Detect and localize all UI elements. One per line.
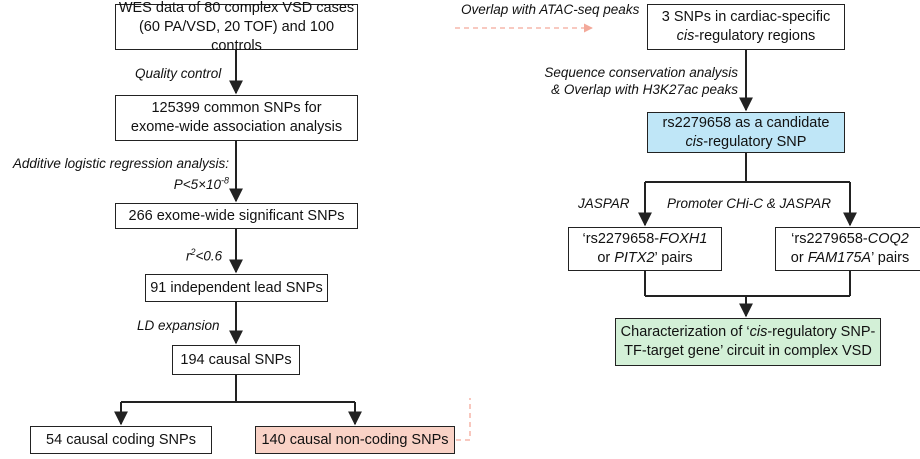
common-snps-line2: exome-wide association analysis [130,119,343,135]
foxh1-line1: ‘rs2279658-FOXH1 [582,231,708,247]
box-causal-snps: 194 causal SNPs [172,345,300,375]
box-circuit-characterization: Characterization of ‘cis-regulatory SNP-… [615,318,881,366]
label-quality-control: Quality control [135,66,222,81]
box-wes-data: WES data of 80 complex VSD cases (60 PA/… [115,0,358,54]
box-foxh1-pairs: ‘rs2279658-FOXH1 or PITX2’ pairs [568,227,722,271]
label-promoter-chic: Promoter CHi-C & JASPAR [667,196,832,211]
noncoding-snps-text: 140 causal non-coding SNPs [261,431,449,448]
candidate-line1: rs2279658 as a candidate [662,114,830,131]
logistic-pvalue: P<5×10-8 [173,175,229,192]
common-snps-line1: 125399 common SNPs for [151,100,322,116]
box-common-snps: 125399 common SNPs for exome-wide associ… [115,95,358,141]
wes-line2: (60 PA/VSD, 20 TOF) and 100 controls [138,18,335,54]
circuit-line2: TF-target gene’ circuit in complex VSD [624,343,872,359]
cardiac-line1: 3 SNPs in cardiac-specific [661,9,831,25]
box-coq2-pairs: ‘rs2279658-COQ2 or FAM175A’ pairs [775,227,920,271]
box-cardiac-snps: 3 SNPs in cardiac-specific cis-regulator… [647,4,845,50]
cardiac-line2: cis-regulatory regions [676,28,816,44]
significant-snps-text: 266 exome-wide significant SNPs [128,207,345,224]
label-logistic-regression: Additive logistic regression analysis: P… [2,155,229,193]
coq2-line1: ‘rs2279658-COQ2 [791,231,909,247]
box-candidate-snp: rs2279658 as a candidate cis-regulatory … [647,112,845,153]
foxh1-line2: or PITX2’ pairs [597,250,693,266]
label-atac-overlap: Overlap with ATAC-seq peaks [461,2,640,17]
box-coding-snps: 54 causal coding SNPs [30,426,212,454]
label-jaspar: JASPAR [578,196,630,211]
coding-snps-text: 54 causal coding SNPs [46,431,196,448]
label-r2-threshold: r2<0.6 [186,247,223,264]
candidate-line2: cis-regulatory SNP [685,133,807,150]
label-sequence-conservation: Sequence conservation analysis & Overlap… [470,64,738,98]
coq2-line2: or FAM175A’ pairs [790,250,910,266]
wes-line1: WES data of 80 complex VSD cases [118,0,355,16]
seq-line2: & Overlap with H3K27ac peaks [551,82,738,97]
dashed-link-noncoding [456,398,471,441]
box-significant-snps: 266 exome-wide significant SNPs [115,203,358,229]
circuit-line1: Characterization of ‘cis-regulatory SNP- [620,324,876,340]
logistic-line1: Additive logistic regression analysis: [12,156,229,171]
seq-line1: Sequence conservation analysis [544,65,738,80]
box-noncoding-snps: 140 causal non-coding SNPs [255,426,455,454]
label-ld-expansion: LD expansion [137,318,220,333]
box-lead-snps: 91 independent lead SNPs [145,274,328,302]
lead-snps-text: 91 independent lead SNPs [150,279,323,296]
causal-snps-text: 194 causal SNPs [180,351,292,368]
